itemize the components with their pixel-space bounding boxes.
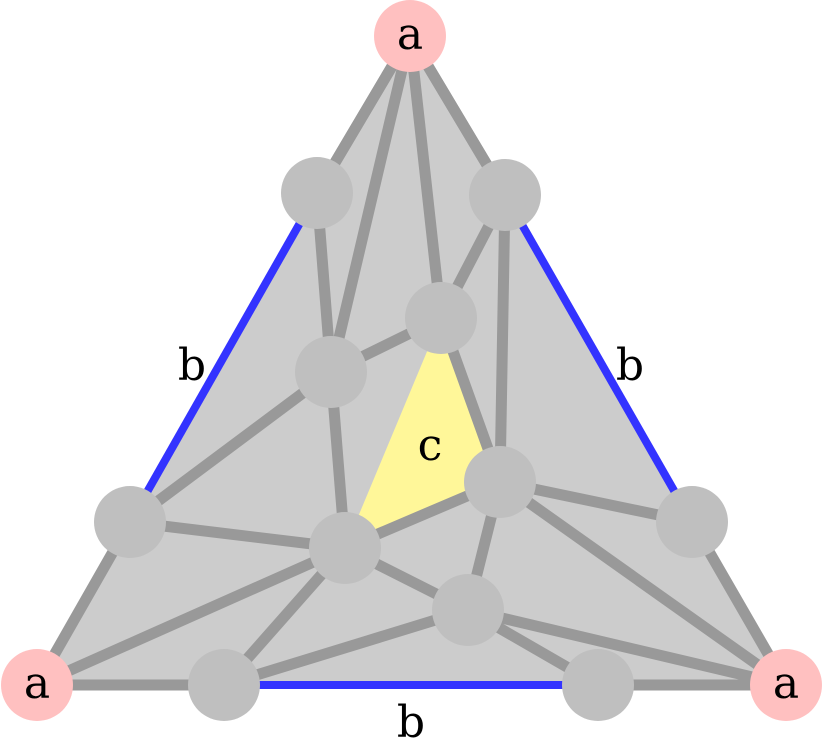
outer-triangle-face (37, 36, 786, 685)
edge (404, 30, 447, 324)
face-label-c: c (418, 420, 443, 471)
vertex-node (432, 574, 504, 646)
vertex-nodes (94, 157, 728, 721)
vertex-node (309, 512, 381, 584)
vertex-node (94, 486, 166, 558)
vertex-node (464, 446, 536, 518)
side-label-left: b (178, 340, 206, 391)
corner-label-bottom-left: a (24, 658, 50, 709)
edge (218, 604, 474, 691)
edge (494, 476, 792, 691)
vertex-node (188, 649, 260, 721)
edge (462, 604, 792, 691)
edge (31, 542, 351, 691)
side-label-bottom: b (397, 697, 425, 748)
vertex-node (469, 159, 541, 231)
corner-node-top (374, 0, 446, 72)
edge (325, 30, 416, 378)
left-b-edge (126, 191, 321, 524)
vertex-node (405, 282, 477, 354)
right-b-edge (501, 193, 696, 524)
edge (124, 366, 337, 528)
corner-nodes (1, 0, 822, 721)
vertex-node (281, 157, 353, 229)
vertex-node (562, 649, 634, 721)
edge (494, 189, 511, 488)
corner-label-top: a (397, 9, 423, 60)
corner-label-bottom-right: a (773, 658, 799, 709)
vertex-node (656, 486, 728, 558)
blue-boundary-edges (126, 191, 696, 689)
vertex-node (295, 336, 367, 408)
corner-node-bottom-right (750, 649, 822, 721)
edge (124, 516, 351, 554)
side-label-right: b (616, 340, 644, 391)
corner-node-bottom-left (1, 649, 73, 721)
